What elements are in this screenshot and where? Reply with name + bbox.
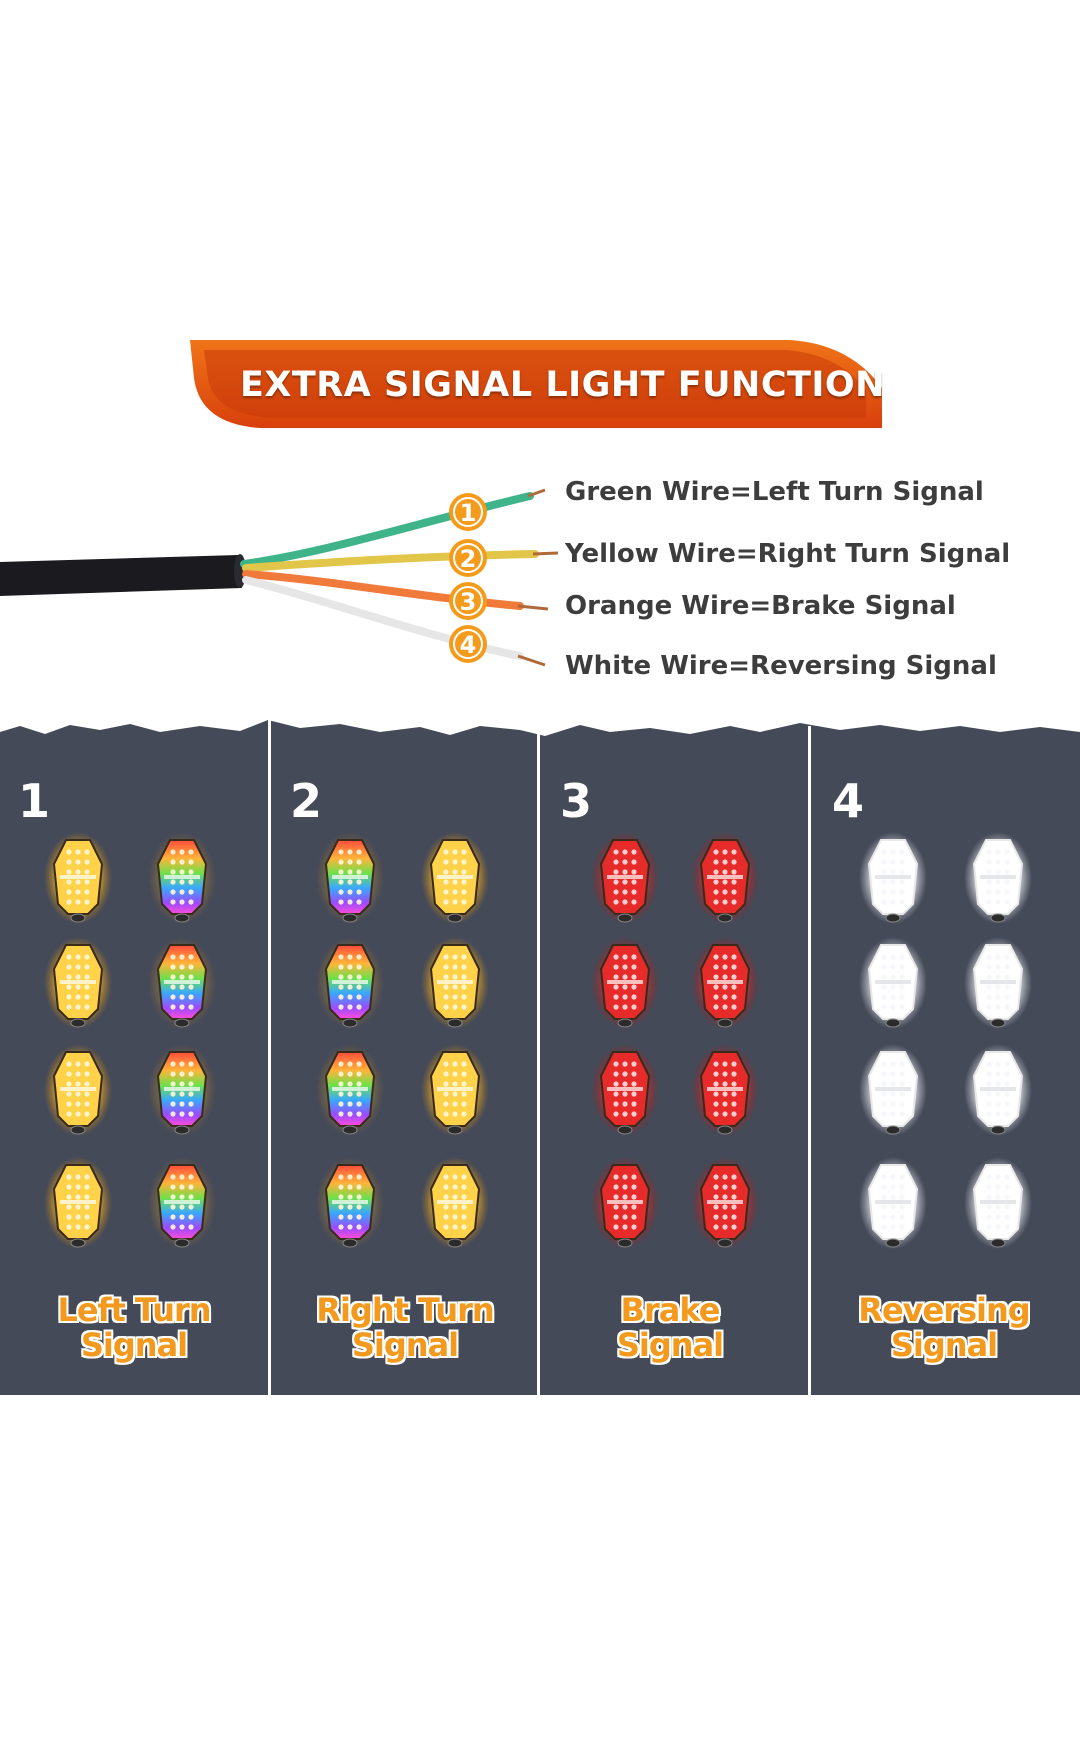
- caption-line: Signal: [890, 1326, 998, 1364]
- rgb-led-pod-light: [148, 832, 216, 924]
- amber-led-pod-light: [421, 937, 489, 1029]
- panel-number: 4: [832, 774, 865, 828]
- caption-line: Right Turn: [316, 1291, 494, 1329]
- panel-number: 3: [560, 774, 593, 828]
- caption-left-turn-signal: Left Turn Signal: [4, 1293, 264, 1363]
- title-banner: [190, 340, 882, 428]
- caption-line: Signal: [80, 1326, 188, 1364]
- panel-number: 2: [290, 774, 323, 828]
- wire-badge-number: 1: [460, 499, 477, 527]
- yellow-wire: [242, 550, 539, 572]
- white-led-pod-light: [964, 832, 1032, 924]
- wire-label-orange: Orange Wire=Brake Signal: [565, 591, 956, 621]
- wire-badge-number: 4: [460, 631, 477, 659]
- amber-led-pod-light: [421, 1044, 489, 1136]
- red-led-pod-light: [591, 937, 659, 1029]
- caption-line: Left Turn: [57, 1291, 211, 1329]
- white-wire-tip: [517, 654, 546, 667]
- red-led-pod-light: [691, 1157, 759, 1249]
- rgb-led-pod-light: [148, 937, 216, 1029]
- red-led-pod-light: [691, 832, 759, 924]
- wire-label-yellow: Yellow Wire=Right Turn Signal: [565, 539, 1011, 569]
- white-led-pod-light: [859, 937, 927, 1029]
- wire-badge-3: [449, 582, 487, 620]
- wire-badge-4: [449, 625, 487, 663]
- green-wire-tip: [527, 488, 546, 498]
- banner-title: EXTRA SIGNAL LIGHT FUNCTION: [240, 365, 885, 405]
- wiring-diagram: 1 2 3 4: [0, 488, 559, 667]
- wire-badge-number: 2: [460, 545, 477, 573]
- caption-right-turn-signal: Right Turn Signal: [275, 1293, 535, 1363]
- white-led-pod-light: [859, 1157, 927, 1249]
- rgb-led-pod-light: [316, 1044, 384, 1136]
- caption-line: Signal: [616, 1326, 724, 1364]
- red-led-pod-light: [591, 1157, 659, 1249]
- red-led-pod-light: [591, 1044, 659, 1136]
- yellow-wire-tip: [532, 551, 559, 556]
- white-led-pod-light: [859, 1044, 927, 1136]
- rgb-led-pod-light: [148, 1157, 216, 1249]
- amber-led-pod-light: [44, 1044, 112, 1136]
- amber-led-pod-light: [44, 832, 112, 924]
- caption-reversing-signal: Reversing Signal: [814, 1293, 1074, 1363]
- caption-line: Reversing: [858, 1291, 1030, 1329]
- white-led-pod-light: [964, 1044, 1032, 1136]
- white-led-pod-light: [964, 937, 1032, 1029]
- caption-line: Signal: [351, 1326, 459, 1364]
- panel-number: 1: [18, 774, 51, 828]
- rgb-led-pod-light: [316, 937, 384, 1029]
- wire-badge-1: [449, 493, 487, 531]
- rgb-led-pod-light: [316, 1157, 384, 1249]
- amber-led-pod-light: [44, 937, 112, 1029]
- amber-led-pod-light: [421, 1157, 489, 1249]
- green-wire: [240, 492, 534, 568]
- signal-panel: [0, 720, 1080, 1395]
- wire-badge-2: [449, 539, 487, 577]
- amber-led-pod-light: [44, 1157, 112, 1249]
- rgb-led-pod-light: [148, 1044, 216, 1136]
- white-led-pod-light: [964, 1157, 1032, 1249]
- wire-label-white: White Wire=Reversing Signal: [565, 651, 997, 681]
- red-led-pod-light: [591, 832, 659, 924]
- wire-badge-number: 3: [460, 588, 477, 616]
- rgb-led-pod-light: [316, 832, 384, 924]
- orange-wire-tip: [517, 604, 549, 611]
- red-led-pod-light: [691, 1044, 759, 1136]
- cable: [0, 555, 242, 596]
- white-led-pod-light: [859, 832, 927, 924]
- wire-label-green: Green Wire=Left Turn Signal: [565, 477, 984, 507]
- caption-brake-signal: Brake Signal: [540, 1293, 800, 1363]
- amber-led-pod-light: [421, 832, 489, 924]
- red-led-pod-light: [691, 937, 759, 1029]
- caption-line: Brake: [620, 1291, 721, 1329]
